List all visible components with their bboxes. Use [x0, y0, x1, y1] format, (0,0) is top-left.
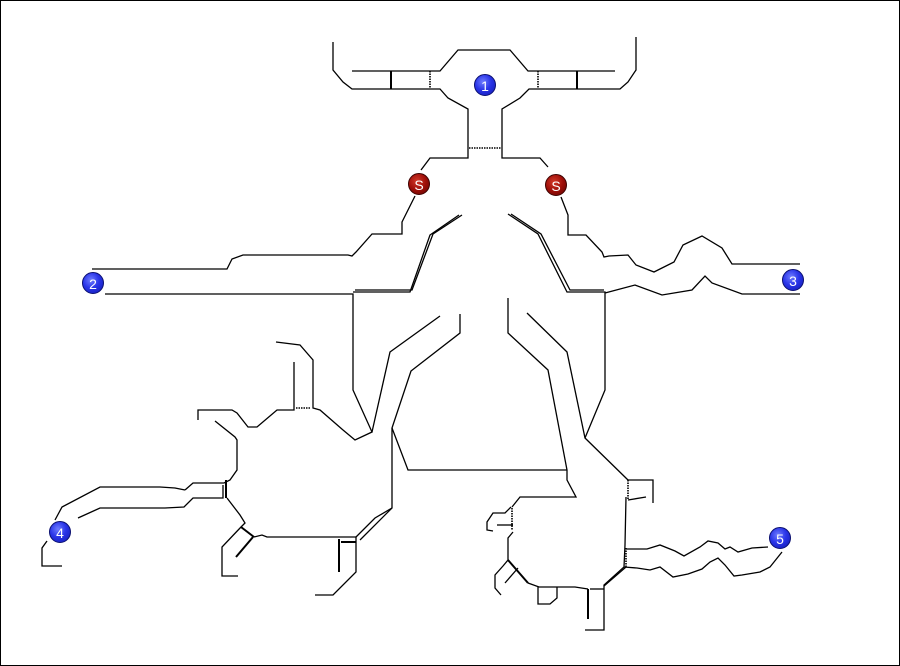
waypoint-marker-1[interactable]: 1 — [474, 74, 496, 96]
waypoint-marker-5[interactable]: 5 — [769, 527, 791, 549]
marker-label: 4 — [56, 525, 64, 541]
waypoint-marker-4[interactable]: 4 — [49, 521, 71, 543]
lower-left-chamber-walls — [41, 362, 393, 596]
marker-label: S — [551, 178, 561, 194]
waypoint-marker-3[interactable]: 3 — [782, 269, 804, 291]
top-chamber-walls — [332, 37, 637, 171]
marker-label: 1 — [481, 78, 489, 94]
lower-right-chamber-walls — [486, 479, 783, 631]
start-marker-left[interactable]: S — [408, 173, 430, 195]
start-marker-right[interactable]: S — [545, 174, 567, 196]
waypoint-marker-2[interactable]: 2 — [82, 272, 104, 294]
marker-label: 5 — [776, 531, 784, 547]
marker-label: S — [414, 177, 424, 193]
right-corridor-walls — [507, 196, 800, 439]
marker-label: 2 — [89, 276, 97, 292]
left-corridor-walls — [92, 195, 463, 441]
marker-label: 3 — [789, 273, 797, 289]
central-passages — [359, 298, 629, 541]
